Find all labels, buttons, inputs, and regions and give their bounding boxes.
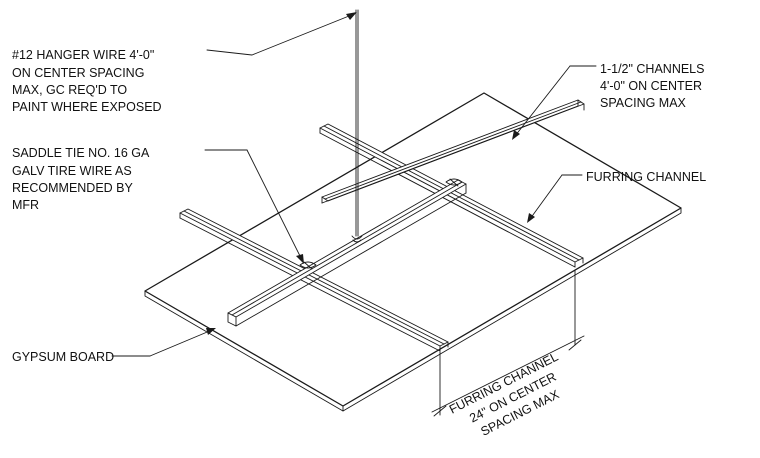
gypsum-board-panel [144, 92, 682, 412]
channels-label: 1-1/2" CHANNELS 4'-0" ON CENTER SPACING … [600, 62, 708, 110]
hanger-wire-label-line-1: #12 HANGER WIRE 4'-0" [12, 48, 154, 62]
main-channel-back [321, 99, 585, 204]
leader-hanger-wire [206, 12, 357, 56]
hanger-wire [351, 9, 363, 243]
saddle-tie-label: SADDLE TIE NO. 16 GA GALV TIRE WIRE AS R… [12, 146, 152, 212]
channels-label-line-3: SPACING MAX [600, 96, 687, 110]
furring-channel-back [319, 123, 584, 268]
dimension-label-group: FURRING CHANNEL 24" ON CENTER SPACING MA… [447, 350, 562, 439]
saddle-tie-back [445, 178, 463, 187]
saddle-tie-label-line-2: GALV TIRE WIRE AS [12, 164, 132, 178]
hanger-wire-label: #12 HANGER WIRE 4'-0" ON CENTER SPACING … [12, 48, 162, 114]
hanger-wire-label-line-2: ON CENTER SPACING [12, 66, 144, 80]
saddle-tie-label-line-4: MFR [12, 198, 39, 212]
hanger-wire-label-line-4: PAINT WHERE EXPOSED [12, 100, 162, 114]
leader-channels [512, 65, 597, 140]
channels-label-line-2: 4'-0" ON CENTER [600, 79, 702, 93]
saddle-tie-label-line-1: SADDLE TIE NO. 16 GA [12, 146, 150, 160]
saddle-tie-front [299, 261, 317, 270]
leader-saddle-tie [204, 149, 304, 264]
hanger-wire-label-line-3: MAX, GC REQ'D TO [12, 83, 127, 97]
furring-channel-label: FURRING CHANNEL [586, 170, 706, 184]
leader-gypsum-board [111, 328, 216, 357]
saddle-tie-label-line-3: RECOMMENDED BY [12, 181, 134, 195]
leader-furring-channel [527, 174, 583, 223]
gypsum-board-label: GYPSUM BOARD [12, 350, 114, 364]
main-channel-front [227, 179, 467, 327]
furring-channel-front [179, 208, 449, 352]
dimension-furring-spacing [431, 269, 585, 417]
channels-label-line-1: 1-1/2" CHANNELS [600, 62, 704, 76]
